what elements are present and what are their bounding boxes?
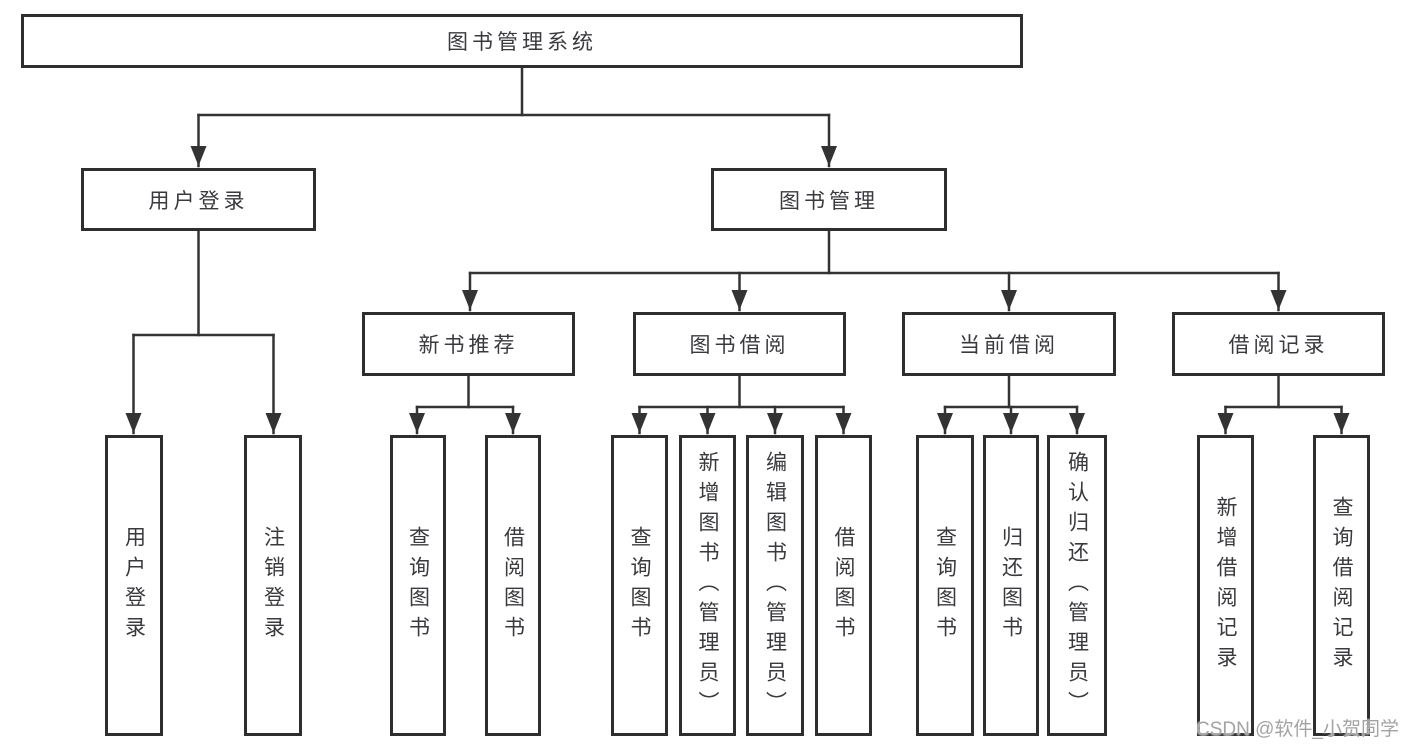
leaf-return-books: 归还图书	[983, 435, 1039, 736]
leaf-label: 查询图书	[628, 525, 651, 646]
leaf-label: 查询借阅记录	[1330, 495, 1353, 676]
leaf-borrow-books-recommend: 借阅图书	[485, 435, 541, 736]
leaf-query-borrow-record: 查询借阅记录	[1313, 435, 1370, 736]
leaf-label: 借阅图书	[501, 525, 525, 646]
leaf-borrow-books: 借阅图书	[815, 435, 872, 736]
leaf-label: 用户登录	[122, 525, 146, 646]
leaf-edit-books-admin: 编辑图书（管理员）	[746, 435, 804, 736]
node-library-system: 图书管理系统	[21, 14, 1023, 68]
leaf-label: 注销登录	[261, 525, 285, 646]
leaf-confirm-return-admin: 确认归还（管理员）	[1047, 435, 1107, 736]
node-new-book-recommend: 新书推荐	[362, 312, 575, 376]
node-user-login: 用户登录	[81, 168, 316, 231]
leaf-query-books-borrow: 查询图书	[611, 435, 668, 736]
node-borrow-records: 借阅记录	[1172, 312, 1385, 376]
watermark: CSDN @软件_小贺同学	[1196, 719, 1399, 740]
node-book-management: 图书管理	[711, 168, 947, 231]
leaf-query-books-recommend: 查询图书	[390, 435, 446, 736]
leaf-user-login: 用户登录	[105, 435, 163, 736]
leaf-label: 编辑图书（管理员）	[763, 450, 787, 721]
leaf-label: 新增借阅记录	[1214, 495, 1237, 676]
node-book-borrow: 图书借阅	[633, 312, 846, 376]
leaf-label: 确认归还（管理员）	[1065, 450, 1089, 721]
leaf-label: 查询图书	[933, 525, 957, 646]
leaf-query-books-current: 查询图书	[916, 435, 974, 736]
leaf-add-books-admin: 新增图书（管理员）	[679, 435, 736, 736]
node-current-borrow: 当前借阅	[902, 312, 1116, 376]
leaf-logout: 注销登录	[244, 435, 302, 736]
leaf-label: 归还图书	[999, 525, 1023, 646]
leaf-label: 借阅图书	[832, 525, 855, 646]
leaf-label: 查询图书	[406, 525, 430, 646]
leaf-label: 新增图书（管理员）	[696, 450, 719, 721]
leaf-add-borrow-record: 新增借阅记录	[1197, 435, 1254, 736]
